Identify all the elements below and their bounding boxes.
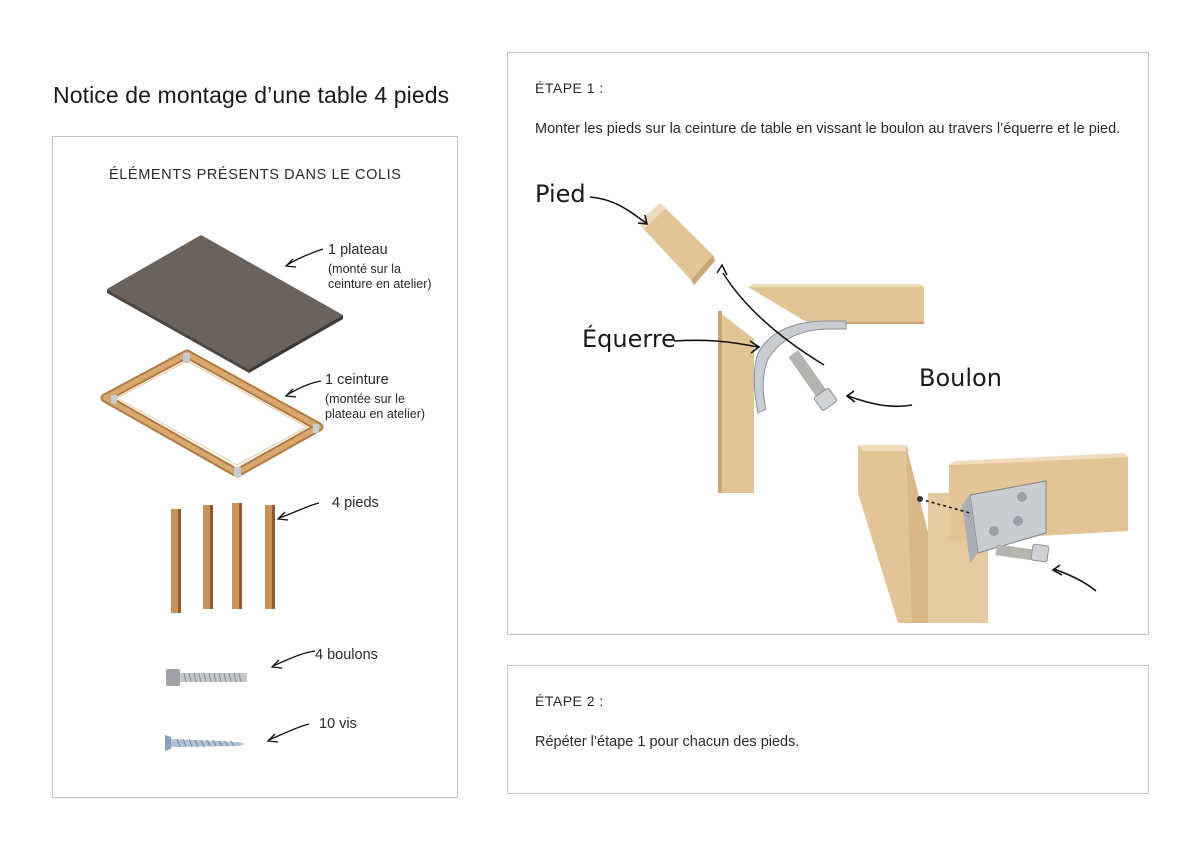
item-ceinture-label: 1 ceinture	[325, 372, 389, 388]
page-title: Notice de montage d’une table 4 pieds	[53, 82, 450, 108]
tabletop-illustration	[107, 235, 343, 373]
item-plateau-note: (monté sur la ceinture en atelier)	[328, 262, 432, 291]
item-ceinture-note: (montée sur le plateau en atelier)	[325, 392, 426, 421]
step2-title: ÉTAPE 2 :	[535, 693, 604, 709]
step1-title: ÉTAPE 1 :	[535, 80, 604, 96]
bolt-illustration	[166, 669, 247, 686]
frame-illustration	[100, 349, 324, 478]
step1-description: Monter les pieds sur la ceinture de tabl…	[535, 121, 1121, 137]
step2-panel: ÉTAPE 2 : Répéter l’étape 1 pour chacun …	[507, 665, 1149, 794]
step2-description: Répéter l’étape 1 pour chacun des pieds.	[535, 734, 800, 750]
assembled-view	[858, 445, 1128, 623]
step1-panel: ÉTAPE 1 : Monter les pieds sur la ceintu…	[507, 52, 1149, 635]
legs-illustration	[171, 503, 275, 613]
contents-heading: ÉLÉMENTS PRÉSENTS DANS LE COLIS	[109, 167, 402, 183]
exploded-view	[638, 203, 924, 493]
callout-arrows	[589, 196, 913, 408]
contents-panel: ÉLÉMENTS PRÉSENTS DANS LE COLIS	[52, 136, 458, 798]
item-boulons-label: 4 boulons	[315, 647, 378, 663]
item-pieds-label: 4 pieds	[332, 495, 379, 511]
contents-illustrations	[100, 235, 343, 751]
step1-illustration	[589, 196, 1128, 623]
callout-pied: Pied	[535, 180, 586, 208]
screw-illustration	[165, 735, 245, 751]
item-plateau-label: 1 plateau	[328, 242, 388, 258]
contents-pointer-arrows	[266, 248, 324, 743]
item-vis-label: 10 vis	[319, 716, 357, 732]
callout-boulon: Boulon	[919, 364, 1002, 392]
callout-equerre: Équerre	[582, 325, 676, 353]
